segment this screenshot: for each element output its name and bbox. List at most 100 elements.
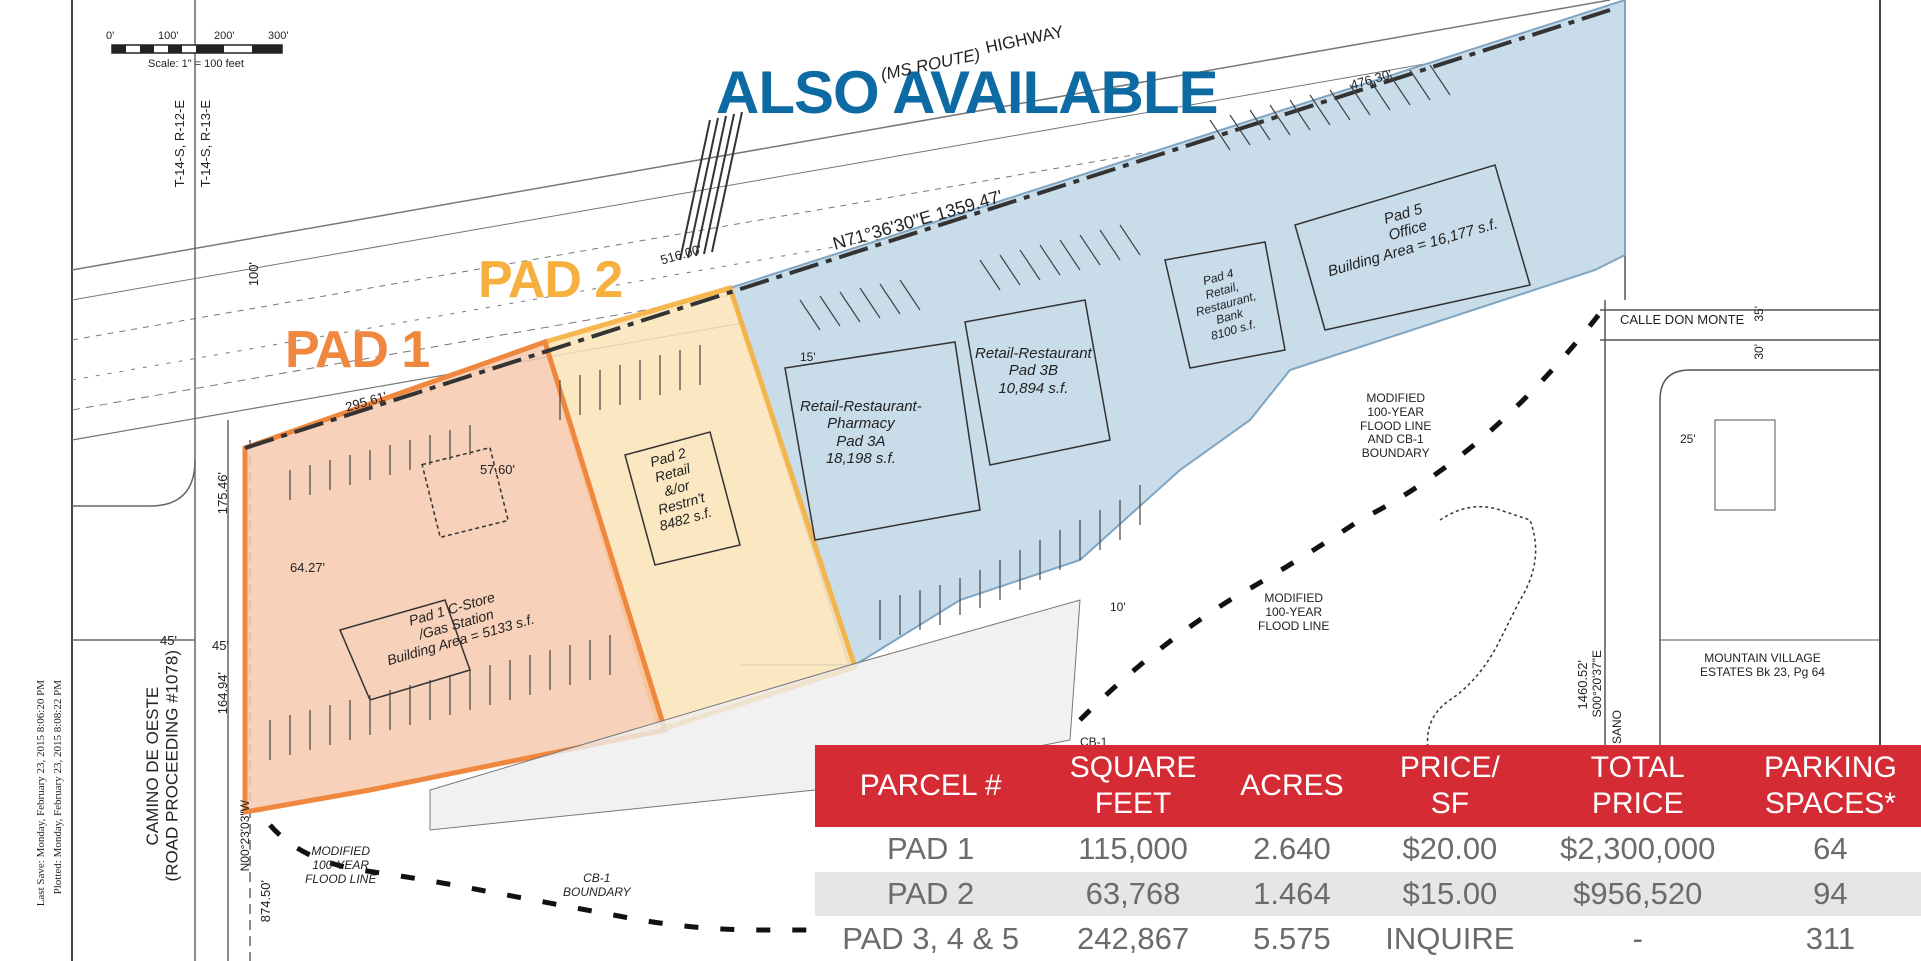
dim-57: 57.60' [480,462,516,477]
dim-45-right: 45' [212,638,229,653]
col-parcel: PARCEL # [815,745,1047,827]
note-mountain-village-line2: ESTATES Bk 23, Pg 64 [1700,664,1825,679]
col-acres-label: ACRES [1240,769,1344,802]
note-modified-cb1-line2: 100-YEAR [1367,404,1425,419]
crosswalk-marks [679,111,743,261]
cell-total-price: $956,520 [1535,871,1740,917]
col-parking-line1: PARKING [1763,751,1897,784]
property-boundary-line [244,8,1611,450]
pad3b-desc-line3: 10,894 s.f. [998,379,1069,397]
cell-parking: 94 [1739,871,1921,917]
note-modified-cb1-line5: BOUNDARY [1361,446,1430,461]
cell-price-sf: INQUIRE [1364,916,1536,961]
pad3a-desc-line3: Pad 3A [836,432,886,450]
cell-parking: 64 [1739,827,1921,872]
table-row: PAD 1 115,000 2.640 $20.00 $2,300,000 64 [815,827,1921,872]
cell-square-feet: 115,000 [1046,827,1220,872]
pad2-heading: PAD 2 [478,251,623,309]
dim-30: 30' [1752,344,1766,360]
building-footprints [338,164,1531,701]
dim-25: 25' [1680,432,1696,446]
note-modified-flood-left-line3: FLOOD LINE [305,871,377,886]
col-price-sf-line2: SF [1430,787,1470,820]
note-modified-cb1: MODIFIED 100-YEAR FLOOD LINE AND CB-1 BO… [1360,391,1432,461]
pad3a-desc-line4: 18,198 s.f. [825,449,896,467]
dim-874: 874.50' [258,880,273,923]
dim-164: 164.94' [215,672,230,715]
street-sano: SANO [1610,710,1624,745]
street-camino-line1: CAMINO DE OESTE [143,686,162,846]
table-row: PAD 2 63,768 1.464 $15.00 $956,520 94 [815,871,1921,917]
scale-tick-0: 0' [106,30,115,42]
scale-bar [111,44,283,54]
scale-tick-100: 100' [158,30,179,42]
cell-acres: 5.575 [1219,916,1365,961]
also-available-heading: ALSO AVAILABLE [716,59,1219,126]
cell-square-feet: 242,867 [1046,916,1220,961]
col-acres: ACRES [1219,745,1365,827]
col-price-sf-line1: PRICE/ [1399,751,1500,784]
township-label-1: T-14-S, R-12-E [172,100,187,188]
note-modified-flood-line1: MODIFIED [1264,591,1324,605]
note-mountain-village-line1: MOUNTAIN VILLAGE [1704,651,1821,665]
plotted-stamp: Plotted: Monday, February 23, 2015 8:08:… [52,680,64,895]
col-parking-line2: SPACES* [1764,787,1896,820]
note-modified-flood: MODIFIED 100-YEAR FLOOD LINE [1258,591,1330,633]
note-modified-flood-left: MODIFIED 100-YEAR FLOOD LINE [305,844,377,886]
cell-price-sf: $20.00 [1364,827,1536,872]
table-row: PAD 3, 4 & 5 242,867 5.575 INQUIRE - 311 [815,916,1921,961]
bearing-right-label: S00°20'37"E [1590,650,1604,718]
street-camino-de-oeste: CAMINO DE OESTE (ROAD PROCEEDING #1078) [143,650,182,881]
pad3b-desc-line2: Pad 3B [1008,362,1058,380]
dim-45-left: 45' [160,633,177,648]
cell-acres: 1.464 [1219,871,1365,917]
street-calle-don-monte: CALLE DON MONTE [1620,312,1745,327]
cell-parcel: PAD 2 [815,871,1047,917]
cell-parcel: PAD 3, 4 & 5 [815,916,1047,961]
col-square-feet-line2: FEET [1094,787,1172,820]
pad3b-desc-line1: Retail-Restaurant [975,345,1092,362]
scale-tick-300: 300' [268,30,289,42]
scale-tick-200: 200' [214,30,235,42]
township-label-2: T-14-S, R-13-E [198,100,213,188]
dim-35: 35' [1752,306,1766,322]
dim-1460: 1460.52' [1575,660,1590,710]
flood-boundary-line [268,298,1612,933]
pad1-heading: PAD 1 [285,321,430,379]
note-modified-flood-line3: FLOOD LINE [1258,618,1330,633]
note-modified-cb1-line4: AND CB-1 [1367,432,1424,447]
pad3b-description: Retail-Restaurant Pad 3B 10,894 s.f. [975,345,1092,397]
cell-acres: 2.640 [1219,827,1365,872]
dim-15: 15' [800,350,816,364]
note-modified-flood-line2: 100-YEAR [1265,604,1323,619]
dim-175: 175.46' [215,472,230,515]
note-modified-cb1-line3: FLOOD LINE [1360,418,1432,433]
note-cb1-boundary-line1: CB-1 [583,871,611,885]
cell-parking: 311 [1739,916,1921,961]
col-total-price-line1: TOTAL [1590,751,1685,784]
col-total-price-line2: PRICE [1591,787,1684,820]
calle-don-monte-lines [1600,20,1880,961]
cell-parcel: PAD 1 [815,827,1047,872]
cell-total-price: - [1535,916,1740,961]
dim-64: 64.27' [290,560,326,575]
last-save-stamp: Last Save: Monday, February 23, 2015 8:0… [35,680,47,907]
street-camino-line2: (ROAD PROCEEDING #1078) [162,650,182,882]
dim-10: 10' [1110,600,1126,614]
col-square-feet-line1: SQUARE [1069,751,1197,784]
col-parcel-label: PARCEL # [859,769,1002,802]
pad3a-description: Retail-Restaurant- Pharmacy Pad 3A 18,19… [800,398,922,467]
note-modified-flood-left-line2: 100-YEAR [312,857,370,872]
parking-stripes [269,64,1451,760]
pad3a-desc-line1: Retail-Restaurant- [800,398,922,415]
landscape-area [429,599,1081,831]
cell-total-price: $2,300,000 [1535,827,1740,872]
cell-square-feet: 63,768 [1046,871,1220,917]
pad3a-desc-line2: Pharmacy [827,415,895,433]
